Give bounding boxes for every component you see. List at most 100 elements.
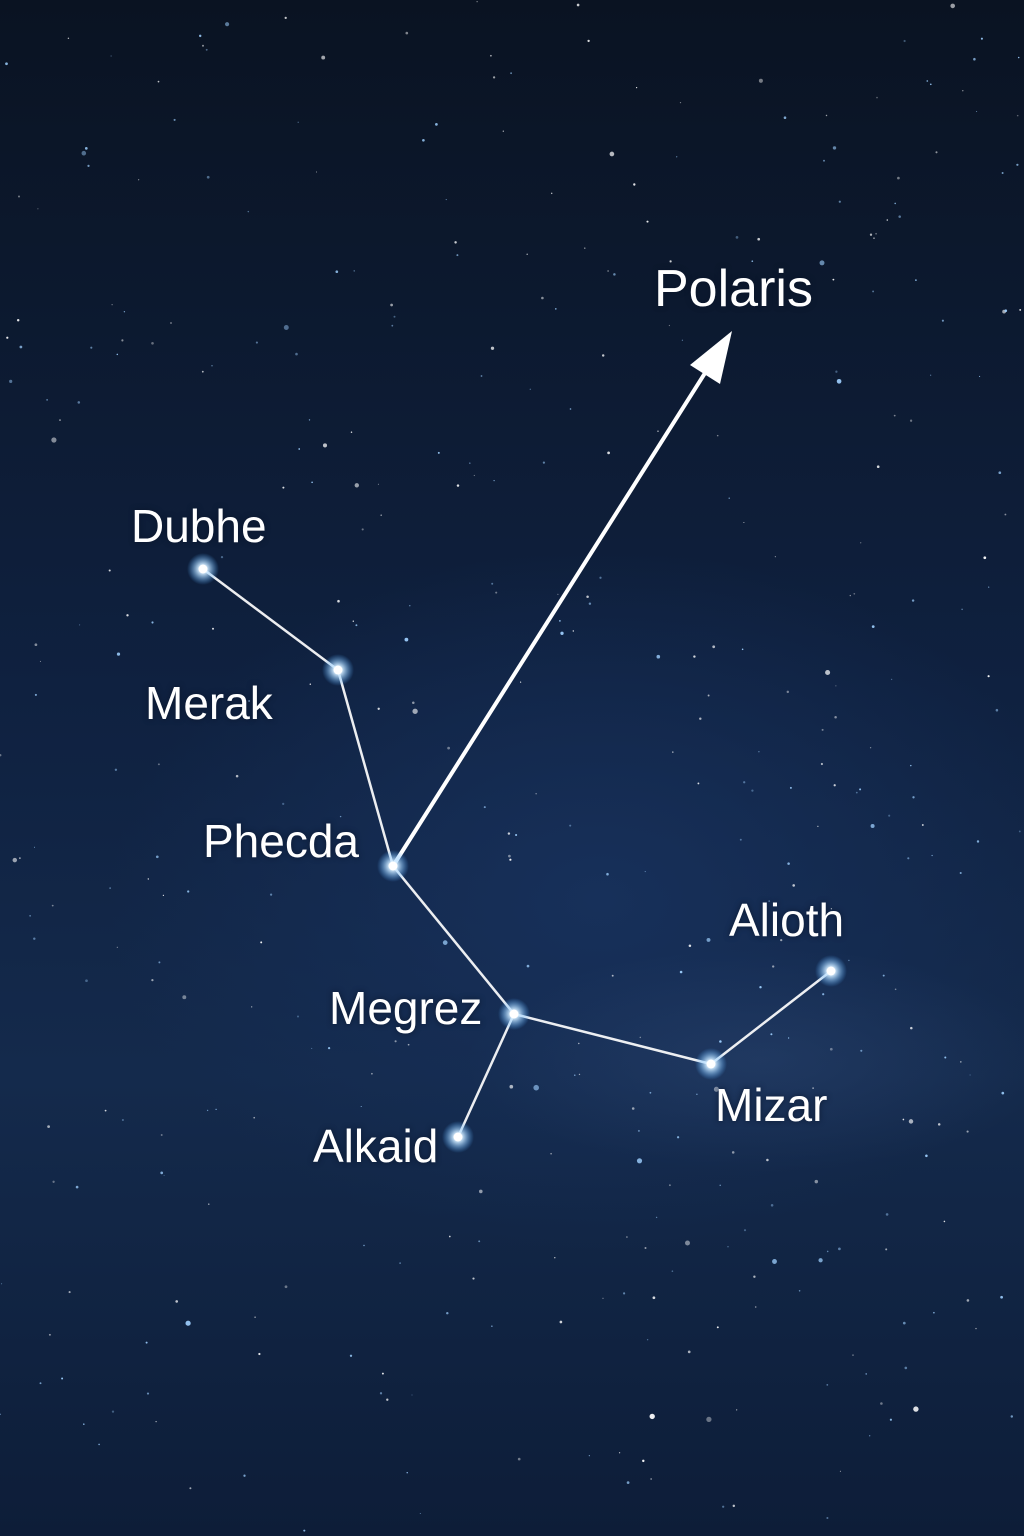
background-star (253, 1116, 256, 1119)
background-star (361, 528, 364, 531)
background-star (79, 624, 81, 626)
background-star (636, 87, 638, 89)
background-star (360, 1105, 362, 1108)
line-megrez-mizar (513, 1012, 712, 1066)
background-star (282, 802, 285, 806)
background-star (116, 946, 118, 948)
background-star (255, 341, 258, 344)
background-star (980, 37, 983, 40)
background-star (371, 1072, 373, 1075)
background-star (909, 419, 913, 422)
background-star (625, 1236, 628, 1238)
background-star (998, 471, 1002, 475)
background-star (48, 1333, 51, 1336)
background-star (786, 690, 790, 694)
background-star (1018, 830, 1021, 833)
background-star (12, 857, 18, 863)
background-star (508, 854, 511, 858)
background-star (182, 995, 187, 1000)
line-dubhe-merak (202, 567, 339, 672)
background-star (931, 854, 933, 857)
background-star (959, 871, 962, 875)
background-star (394, 1040, 397, 1043)
background-star (404, 637, 409, 642)
background-star (679, 102, 682, 104)
background-star (282, 486, 285, 489)
line-mizar-alioth (710, 970, 832, 1065)
background-star (339, 815, 342, 818)
background-star (772, 965, 775, 968)
background-star (826, 1384, 829, 1386)
background-star (61, 1377, 64, 1380)
background-star (51, 904, 54, 907)
background-star (46, 399, 48, 401)
background-star (145, 1341, 148, 1344)
star-label-alioth: Alioth (729, 894, 845, 946)
background-star (869, 1435, 871, 1437)
background-star (162, 894, 165, 897)
background-star (885, 1213, 889, 1216)
background-star (554, 308, 557, 310)
background-star (671, 1270, 674, 1273)
background-star (736, 1409, 738, 1411)
background-star (657, 430, 659, 432)
background-star (1016, 114, 1019, 117)
background-star (509, 1084, 514, 1089)
background-star (731, 1151, 735, 1154)
background-star (337, 599, 340, 603)
background-star (894, 202, 897, 205)
line-phecda-megrez (392, 865, 515, 1015)
background-star (1001, 172, 1004, 174)
background-star (84, 147, 88, 150)
background-star (787, 1037, 790, 1039)
background-star (206, 1109, 209, 1112)
background-star (303, 1529, 306, 1532)
background-star (869, 233, 873, 236)
background-star (713, 1086, 719, 1092)
background-star (656, 654, 661, 659)
background-star (930, 374, 932, 376)
background-star (699, 717, 702, 720)
background-star (871, 625, 875, 628)
background-star (19, 857, 21, 859)
background-star (33, 846, 36, 848)
background-star (108, 569, 111, 572)
star-phecda (377, 850, 409, 882)
background-star (613, 273, 616, 276)
background-star (979, 375, 981, 377)
background-star (913, 1406, 919, 1412)
background-star (1017, 56, 1020, 59)
background-star (586, 595, 589, 598)
background-star (770, 1204, 774, 1207)
background-star (819, 260, 825, 266)
background-star (151, 341, 154, 345)
star-label-megrez: Megrez (329, 982, 483, 1034)
background-star (284, 1285, 288, 1289)
background-star (834, 715, 837, 719)
background-star (719, 1040, 722, 1043)
background-star (937, 1123, 941, 1126)
background-star (473, 474, 475, 477)
background-star (959, 1061, 962, 1063)
background-star (163, 1174, 165, 1176)
background-star (966, 1130, 969, 1133)
background-star (110, 55, 112, 57)
background-star (587, 39, 590, 43)
background-star (732, 1504, 736, 1508)
background-star (902, 1321, 906, 1325)
background-star (650, 1478, 652, 1480)
background-star (189, 1487, 192, 1490)
background-star (898, 215, 901, 218)
background-star (646, 220, 649, 223)
background-star (87, 164, 90, 168)
background-star (33, 937, 36, 940)
background-star (716, 434, 719, 437)
background-star (780, 938, 783, 942)
star-alioth (815, 955, 847, 987)
background-star (550, 192, 553, 195)
star-label-merak: Merak (145, 677, 273, 729)
background-star (950, 3, 955, 9)
background-star (336, 1154, 339, 1157)
background-star (712, 645, 716, 649)
